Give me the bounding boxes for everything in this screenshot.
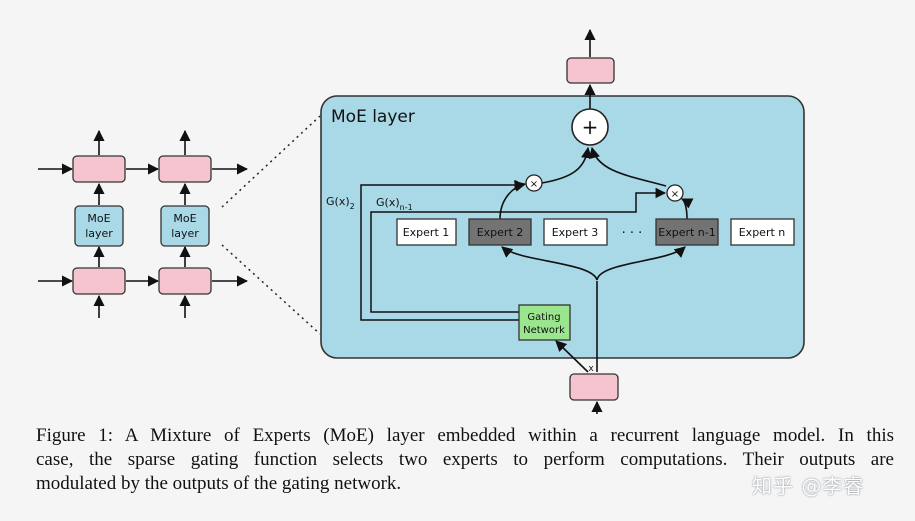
multiply-symbol: × — [530, 179, 538, 190]
moe-cell — [160, 205, 210, 247]
expert-box-selected — [468, 218, 532, 246]
expert-label: Expert n-1 — [658, 226, 715, 239]
moe-figure: MoE layer MoE layer MoE layer + × × G(x)… — [38, 28, 805, 414]
zoom-connector — [221, 115, 321, 208]
sum-node — [571, 108, 609, 146]
moe-cell — [74, 205, 124, 247]
moe-cell-label: layer — [171, 227, 199, 240]
expert-label: Expert 1 — [403, 226, 450, 239]
caption-line: case, the sparse gating function selects… — [36, 449, 894, 470]
recurrent-model-diagram — [38, 129, 249, 318]
expert-box — [396, 218, 457, 246]
expert-box-selected — [655, 218, 719, 246]
expert-label: Expert 3 — [552, 226, 599, 239]
multiply-node — [666, 184, 684, 202]
caption-line: Figure 1: A Mixture of Experts (MoE) lay… — [36, 425, 894, 446]
figure-caption: Figure 1: A Mixture of Experts (MoE) lay… — [36, 424, 894, 496]
panel-title: MoE layer — [331, 107, 415, 127]
moe-cell-label: MoE — [173, 212, 196, 225]
expert-ellipsis: · · · — [622, 226, 643, 241]
sum-symbol: + — [582, 115, 599, 139]
hidden-state-block — [72, 267, 126, 295]
caption-line: modulated by the outputs of the gating n… — [36, 473, 402, 494]
moe-cell-label: MoE — [87, 212, 110, 225]
expert-label: Expert 2 — [477, 226, 524, 239]
gate-label-n-1: G(x)n-1 — [376, 196, 413, 212]
watermark: 知乎 @李睿 — [752, 474, 865, 498]
hidden-state-block — [158, 267, 212, 295]
expert-box — [543, 218, 608, 246]
zoom-connector — [221, 244, 321, 335]
moe-cell-label: layer — [85, 227, 113, 240]
input-block — [569, 373, 619, 401]
gating-network — [518, 304, 571, 341]
input-label: x — [588, 364, 594, 374]
gate-label-2: G(x)2 — [326, 195, 355, 211]
gating-network-label: Network — [523, 325, 565, 336]
hidden-state-block — [72, 155, 126, 183]
expert-label: Expert n — [739, 226, 786, 239]
expert-box — [730, 218, 795, 246]
gating-network-label: Gating — [527, 312, 560, 323]
hidden-state-block — [158, 155, 212, 183]
output-block — [566, 57, 615, 84]
multiply-symbol: × — [671, 189, 679, 200]
